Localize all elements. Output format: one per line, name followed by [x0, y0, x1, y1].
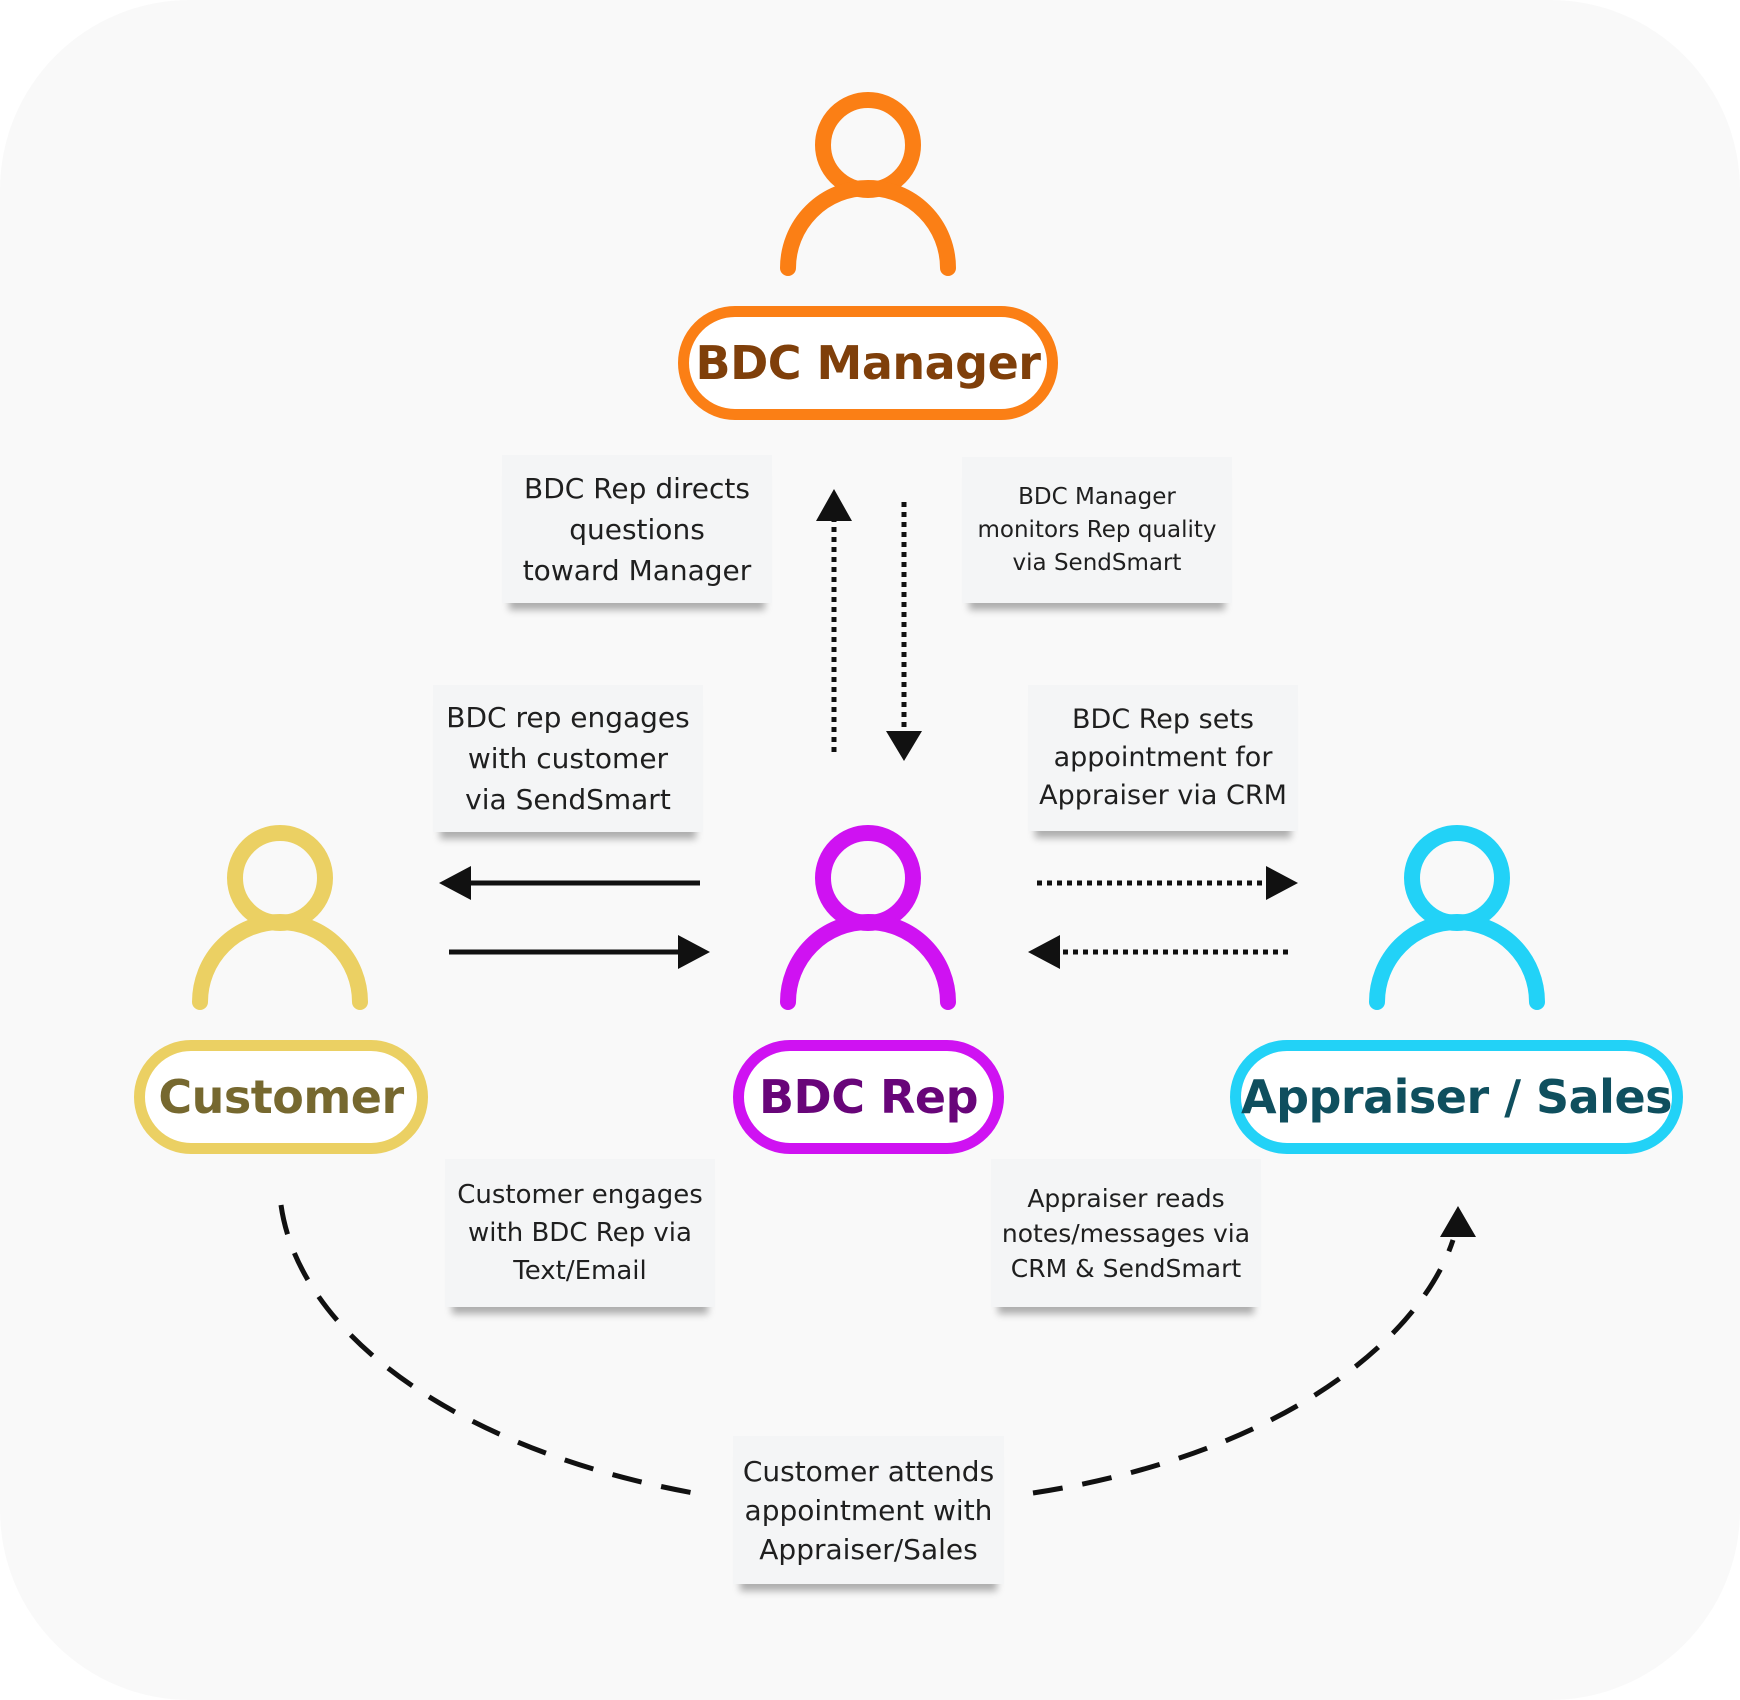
rep-role-pill: BDC Rep — [733, 1040, 1004, 1154]
rep-person-icon — [780, 825, 956, 1010]
arrow-rep-to-manager — [816, 489, 852, 752]
note-customer-engages-rep: Customer engages with BDC Rep via Text/E… — [445, 1159, 715, 1307]
note-appraiser-reads: Appraiser reads notes/messages via CRM &… — [991, 1159, 1261, 1307]
note-rep-directs-questions: BDC Rep directs questions toward Manager — [502, 455, 772, 603]
note-manager-monitors: BDC Manager monitors Rep quality via Sen… — [962, 457, 1232, 603]
rep-role-label: BDC Rep — [758, 1070, 979, 1124]
note-rep-sets-appointment: BDC Rep sets appointment for Appraiser v… — [1028, 685, 1298, 831]
manager-role-pill: BDC Manager — [678, 306, 1058, 420]
customer-role-pill: Customer — [134, 1040, 428, 1154]
appraiser-person-icon — [1369, 825, 1545, 1010]
arrow-customer-to-rep — [449, 935, 710, 969]
arrow-manager-to-rep — [886, 502, 922, 761]
manager-role-label: BDC Manager — [695, 336, 1041, 390]
arrow-rep-to-appraiser — [1037, 866, 1298, 900]
manager-person-icon — [780, 92, 956, 276]
note-customer-attends: Customer attends appointment with Apprai… — [733, 1436, 1004, 1584]
customer-role-label: Customer — [158, 1070, 404, 1124]
arrow-rep-to-customer — [439, 866, 700, 900]
arrow-appraiser-to-rep — [1028, 935, 1288, 969]
appraiser-role-pill: Appraiser / Sales — [1230, 1040, 1683, 1154]
arrow-customer-to-appraiser — [278, 1204, 1476, 1498]
customer-person-icon — [192, 825, 368, 1010]
appraiser-role-label: Appraiser / Sales — [1240, 1070, 1673, 1124]
note-rep-engages-customer: BDC rep engages with customer via SendSm… — [433, 685, 703, 832]
